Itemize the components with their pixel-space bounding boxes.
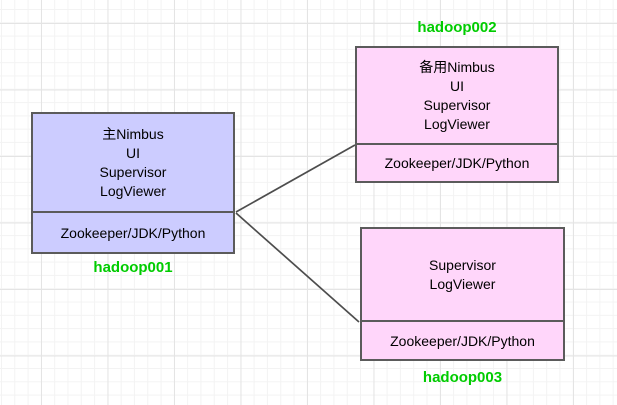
service-line: UI — [126, 144, 140, 161]
node-hadoop003-services: Supervisor LogViewer — [362, 229, 563, 322]
node-hadoop001-box[interactable]: 主Nimbus UI Supervisor LogViewer Zookeepe… — [31, 112, 235, 254]
host-label-hadoop002[interactable]: hadoop002 — [417, 19, 497, 36]
edge-hadoop001-hadoop003[interactable] — [235, 212, 360, 323]
node-hadoop003-box[interactable]: Supervisor LogViewer Zookeeper/JDK/Pytho… — [360, 227, 565, 361]
host-label-hadoop003[interactable]: hadoop003 — [422, 369, 503, 386]
node-hadoop003-base: Zookeeper/JDK/Python — [390, 332, 535, 349]
service-line: LogViewer — [424, 115, 490, 132]
service-line: 主Nimbus — [102, 125, 164, 142]
service-line: LogViewer — [100, 182, 166, 199]
edge-hadoop001-hadoop002[interactable] — [235, 144, 356, 213]
host-label-hadoop001[interactable]: hadoop001 — [93, 259, 173, 276]
service-line: Supervisor — [99, 163, 167, 180]
node-hadoop002-services: 备用Nimbus UI Supervisor LogViewer — [357, 48, 557, 145]
service-line: UI — [450, 77, 464, 94]
node-hadoop001-base: Zookeeper/JDK/Python — [60, 224, 206, 241]
service-line: Supervisor — [429, 256, 496, 273]
node-hadoop001-services: 主Nimbus UI Supervisor LogViewer — [33, 114, 233, 213]
node-hadoop002-box[interactable]: 备用Nimbus UI Supervisor LogViewer Zookeep… — [355, 46, 559, 183]
node-hadoop002-base: Zookeeper/JDK/Python — [384, 155, 530, 171]
service-line: Supervisor — [423, 96, 491, 113]
service-line: 备用Nimbus — [419, 58, 495, 75]
service-line: LogViewer — [429, 275, 496, 292]
